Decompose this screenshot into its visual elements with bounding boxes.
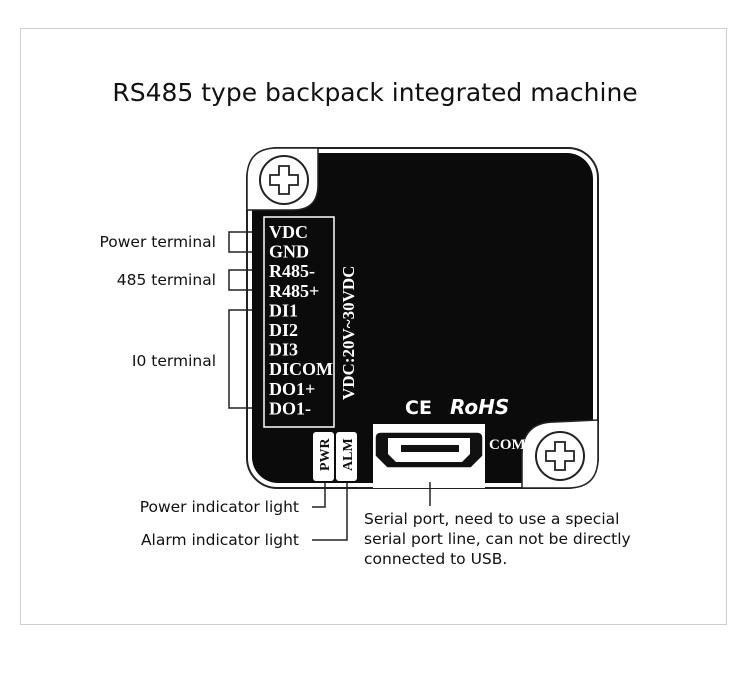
diagram-frame (20, 28, 727, 625)
pwr-led-box (313, 432, 334, 481)
diagram-title: RS485 type backpack integrated machine (112, 78, 637, 107)
terminal-label: DICOM (269, 359, 333, 379)
alm-label: ALM (341, 438, 356, 471)
serial-port-note-1: Serial port, need to use a special (364, 510, 619, 528)
serial-port-note-2: serial port line, can not be directly (364, 530, 631, 548)
pwr-label: PWR (318, 437, 333, 471)
terminal-label: DI3 (269, 340, 298, 360)
voltage-label: VDC:20V~30VDC (339, 266, 358, 400)
terminal-label: VDC (269, 222, 308, 242)
terminal-label: DO1+ (269, 379, 315, 399)
terminal-label: DO1- (269, 398, 311, 418)
callout-lines (228, 231, 431, 541)
terminal-label: R485- (269, 261, 315, 281)
screw-top-left-icon (246, 147, 319, 211)
rohs-mark: RoHS (450, 395, 509, 419)
power-indicator-label: Power indicator light (140, 498, 299, 516)
alarm-indicator-label: Alarm indicator light (141, 531, 299, 549)
serial-port-note-3: connected to USB. (364, 550, 507, 568)
device-body (252, 153, 593, 483)
terminal-label: DI2 (269, 320, 298, 340)
terminal-label: R485+ (269, 281, 319, 301)
rs485-terminal-label: 485 terminal (117, 271, 216, 289)
ce-mark: CE (405, 397, 432, 419)
com-label: COM (489, 437, 526, 453)
io-terminal-label: I0 terminal (132, 352, 216, 370)
terminal-block (263, 216, 335, 428)
terminal-label: GND (269, 242, 309, 262)
power-terminal-label: Power terminal (99, 233, 216, 251)
alm-led-box (336, 432, 357, 481)
terminal-label: DI1 (269, 300, 298, 320)
serial-port-connector (373, 424, 485, 488)
screw-bottom-right-icon (521, 419, 599, 489)
